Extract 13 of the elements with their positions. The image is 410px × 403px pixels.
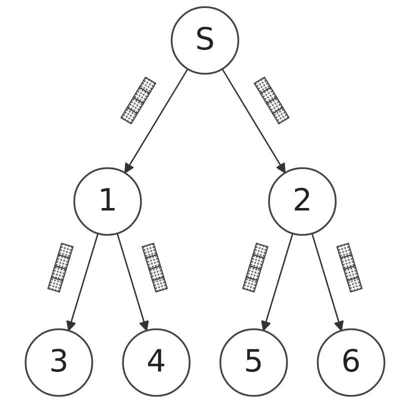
node-circle: 3	[24, 328, 94, 397]
arrow	[261, 233, 294, 332]
node-circle: 4	[122, 328, 191, 397]
node-circle: 1	[73, 167, 142, 236]
node-circle: 5	[219, 328, 288, 397]
arrow	[124, 68, 188, 174]
arrow	[116, 233, 149, 332]
arrow	[222, 68, 286, 174]
arrow	[311, 233, 344, 332]
node-circle: S	[170, 6, 240, 75]
node-circle: 6	[316, 328, 386, 397]
node-circle: 2	[268, 167, 337, 236]
arrow	[66, 233, 99, 332]
